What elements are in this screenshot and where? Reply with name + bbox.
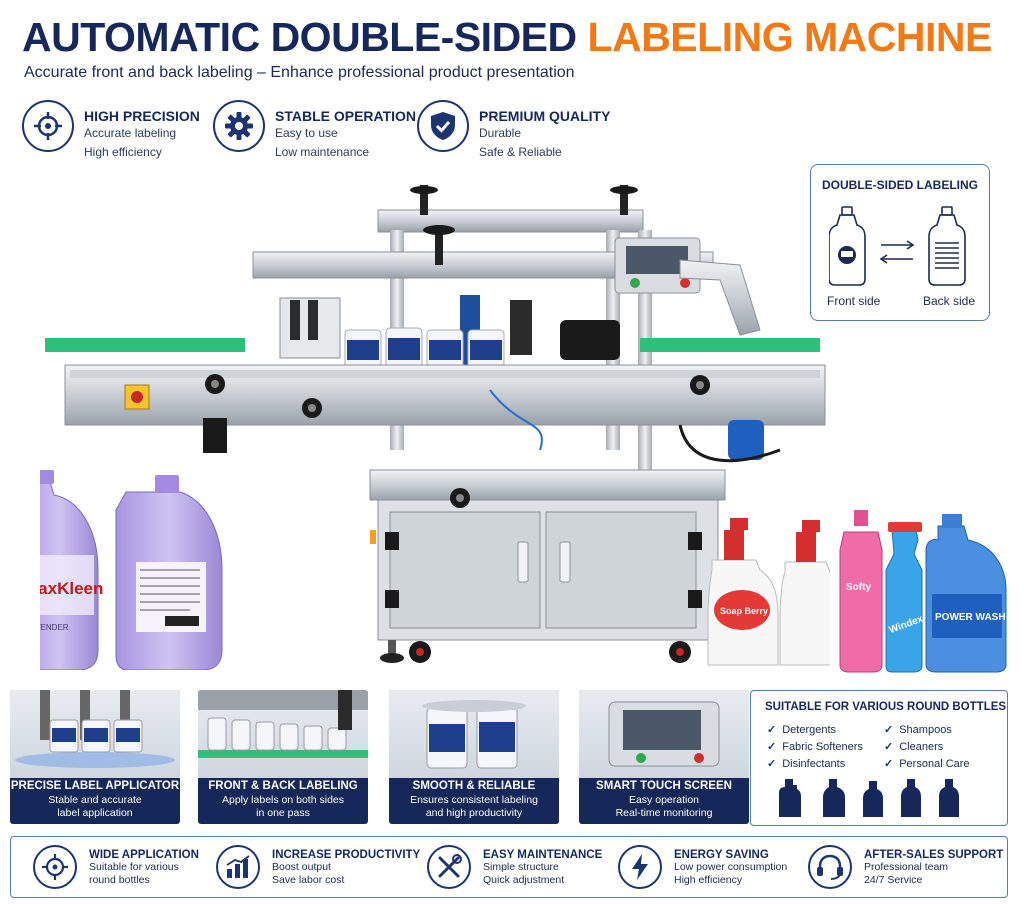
list-item: ✓Fabric Softeners: [767, 740, 863, 754]
feature-high-precision: HIGH PRECISION Accurate labeling High ef…: [22, 100, 200, 162]
feature-after-sales-support: AFTER-SALES SUPPORT Professional team 24…: [808, 845, 1003, 889]
bar-chart-icon: [216, 845, 260, 889]
feature-increase-productivity: INCREASE PRODUCTIVITY Boost output Save …: [216, 845, 420, 889]
check-icon: ✓: [767, 724, 777, 736]
list-item: ✓Detergents: [767, 723, 837, 737]
feature-line: High efficiency: [84, 145, 162, 159]
card-front-back-labeling: FRONT & BACK LABELING Apply labels on bo…: [198, 690, 368, 824]
check-icon: ✓: [884, 724, 894, 736]
feature-title: ENERGY SAVING: [674, 849, 769, 861]
card-photo: [579, 690, 749, 778]
card-title: FRONT & BACK LABELING: [208, 780, 358, 792]
list-item: ✓Disinfectants: [767, 757, 846, 771]
card-line: label application: [57, 807, 133, 819]
card-line: Apply labels on both sides: [222, 794, 344, 806]
check-icon: ✓: [884, 741, 894, 753]
feature-title: INCREASE PRODUCTIVITY: [272, 849, 421, 861]
feature-line: Suitable for various: [89, 861, 179, 873]
left-product-bottles: MaxKleen LAVENDER: [40, 470, 223, 670]
svg-text:POWER WASH: POWER WASH: [935, 612, 1006, 623]
page-subtitle: Accurate front and back labeling – Enhan…: [24, 64, 575, 81]
check-icon: ✓: [884, 758, 894, 770]
check-icon: ✓: [767, 758, 777, 770]
feature-title: PREMIUM QUALITY: [479, 108, 611, 124]
feature-title: HIGH PRECISION: [84, 108, 200, 124]
bottom-features-bar: WIDE APPLICATION Suitable for various ro…: [10, 836, 1008, 898]
target-icon: [33, 845, 77, 889]
feature-easy-maintenance: EASY MAINTENANCE Simple structure Quick …: [427, 845, 602, 889]
feature-line: Low maintenance: [275, 145, 370, 159]
card-photo: [389, 690, 559, 778]
card-title: PRECISE LABEL APPLICATOR: [10, 780, 180, 792]
feature-line: High efficiency: [674, 874, 743, 886]
back-side-label: Back side: [923, 294, 976, 308]
labeling-machine-illustration: MaxKleen LAVENDER Soap Berry: [40, 185, 830, 670]
check-icon: ✓: [767, 741, 777, 753]
headset-icon: [808, 845, 852, 889]
card-line: Stable and accurate: [48, 794, 142, 806]
feature-line: 24/7 Service: [864, 874, 923, 886]
card-line: and high productivity: [425, 807, 523, 819]
title-part2: LABELING MACHINE: [587, 14, 993, 60]
right-product-bottles: Soap Berry: [707, 518, 830, 666]
double-sided-labeling-panel: DOUBLE-SIDED LABELING Front side Back si…: [810, 164, 990, 321]
suitable-list-col1: ✓Detergents ✓Fabric Softeners ✓Disinfect…: [767, 721, 863, 772]
feature-line: Professional team: [864, 861, 949, 873]
card-precise-label-applicator: PRECISE LABEL APPLICATOR Stable and accu…: [10, 690, 180, 824]
card-smart-touch-screen: SMART TOUCH SCREEN Easy operation Real-t…: [579, 690, 749, 824]
card-line: Ensures consistent labeling: [410, 794, 538, 806]
card-line: Real-time monitoring: [615, 807, 713, 819]
feature-premium-quality: PREMIUM QUALITY Durable Safe & Reliable: [417, 100, 610, 162]
card-photo: [10, 690, 180, 778]
feature-line: Simple structure: [483, 861, 559, 873]
crosshair-icon: [22, 100, 74, 152]
list-item: ✓Personal Care: [884, 757, 970, 771]
list-item: ✓Shampoos: [884, 723, 952, 737]
feature-line: Quick adjustment: [483, 874, 565, 886]
suitable-list-col2: ✓Shampoos ✓Cleaners ✓Personal Care: [884, 721, 970, 772]
feature-line: Accurate labeling: [84, 126, 177, 140]
bottle-silhouettes-icon: [779, 779, 959, 817]
card-line: in one pass: [256, 807, 310, 819]
card-title: SMART TOUCH SCREEN: [596, 780, 732, 792]
svg-text:Soap Berry: Soap Berry: [720, 606, 768, 616]
svg-text:LAVENDER: LAVENDER: [40, 623, 69, 632]
svg-text:MaxKleen: MaxKleen: [40, 579, 103, 598]
feature-title: STABLE OPERATION: [275, 108, 417, 124]
feature-line: Low power consumption: [674, 861, 788, 873]
svg-text:Softy: Softy: [846, 582, 871, 593]
feature-line: Safe & Reliable: [479, 145, 562, 159]
lightning-icon: [618, 845, 662, 889]
card-line: Easy operation: [628, 794, 700, 806]
cleaner-bottles-group: Softy Windex POWER WASH: [839, 510, 1007, 673]
feature-energy-saving: ENERGY SAVING Low power consumption High…: [618, 845, 787, 889]
tools-icon: [427, 845, 471, 889]
card-photo: [198, 690, 368, 778]
shield-check-icon: [417, 100, 469, 152]
suitable-title: SUITABLE FOR VARIOUS ROUND BOTTLES: [765, 701, 1007, 713]
gear-icon: [213, 100, 265, 152]
feature-line: Durable: [479, 126, 522, 140]
feature-wide-application: WIDE APPLICATION Suitable for various ro…: [33, 845, 199, 889]
feature-line: Easy to use: [275, 126, 338, 140]
feature-line: Boost output: [272, 861, 331, 873]
card-title: SMOOTH & RELIABLE: [412, 780, 536, 792]
front-side-label: Front side: [827, 294, 881, 308]
double-sided-title: DOUBLE-SIDED LABELING: [822, 178, 978, 192]
list-item: ✓Cleaners: [884, 740, 944, 754]
suitable-bottles-panel: SUITABLE FOR VARIOUS ROUND BOTTLES ✓Dete…: [750, 690, 1008, 826]
card-smooth-reliable: SMOOTH & RELIABLE Ensures consistent lab…: [389, 690, 559, 824]
feature-title: AFTER-SALES SUPPORT: [864, 849, 1004, 861]
feature-line: round bottles: [89, 874, 150, 886]
page-title: AUTOMATIC DOUBLE-SIDED LABELING MACHINE: [22, 14, 992, 61]
title-part1: AUTOMATIC DOUBLE-SIDED: [22, 14, 577, 60]
front-back-bottles-diagram: [829, 206, 966, 286]
feature-stable-operation: STABLE OPERATION Easy to use Low mainten…: [213, 100, 416, 162]
feature-title: EASY MAINTENANCE: [483, 849, 603, 861]
feature-title: WIDE APPLICATION: [89, 849, 199, 861]
feature-line: Save labor cost: [272, 874, 345, 886]
